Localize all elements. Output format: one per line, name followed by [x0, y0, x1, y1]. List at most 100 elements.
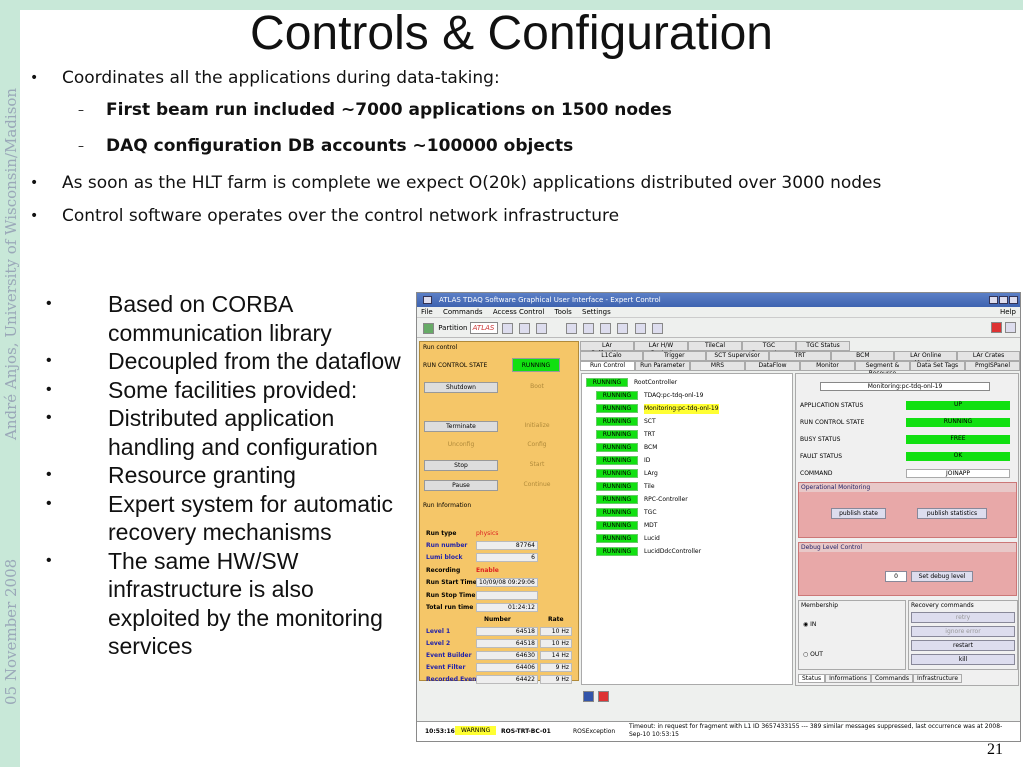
toolbar-icon-10[interactable] [1005, 322, 1016, 333]
tree-name: TRT [644, 431, 656, 438]
tab[interactable]: TGC Parameters [742, 341, 796, 357]
toolbar-icon-2[interactable] [519, 322, 531, 334]
partition-label: Partition [438, 324, 468, 332]
toolbar-icon-3[interactable] [536, 322, 548, 334]
red-cross-icon[interactable] [991, 322, 1002, 333]
maximize-icon[interactable] [999, 296, 1008, 304]
total-time-value: 01:24:12 [476, 603, 538, 612]
run-type-label: Run type [426, 530, 457, 537]
tab[interactable]: BCM [831, 351, 895, 361]
tab-run-control[interactable]: Run Control [580, 361, 635, 371]
tab[interactable]: Segment & Resource [855, 361, 910, 377]
tab-commands[interactable]: Commands [870, 674, 913, 683]
membership-out-radio[interactable]: ○ OUT [803, 651, 823, 658]
tab[interactable]: Data Set Tags [910, 361, 965, 371]
tab-status[interactable]: Status [798, 674, 826, 683]
tab[interactable]: PmgISPanel [965, 361, 1020, 371]
toolbar-icon-6[interactable] [600, 322, 612, 334]
rc-state-label: RUN CONTROL STATE [423, 362, 488, 369]
toolbar-icon-9[interactable] [651, 322, 663, 334]
tab[interactable]: SCT Supervisor [705, 351, 769, 361]
window-title: ATLAS TDAQ Software Graphical User Inter… [439, 296, 661, 304]
tab[interactable]: Trigger [642, 351, 706, 361]
left-bullet: Distributed application handling and con… [46, 404, 406, 461]
tree-state: RUNNING [596, 547, 638, 556]
stop-button[interactable]: Stop [424, 460, 498, 471]
tab-infrastructure[interactable]: Infrastructure [912, 674, 963, 683]
tab-informations[interactable]: Informations [825, 674, 871, 683]
pause-button[interactable]: Pause [424, 480, 498, 491]
window-menu-icon[interactable] [423, 296, 432, 304]
publish-statistics-button[interactable]: publish statistics [917, 508, 987, 519]
tab[interactable]: TRT [768, 351, 832, 361]
publish-state-button[interactable]: publish state [831, 508, 886, 519]
restart-button[interactable]: restart [911, 640, 1015, 651]
tabs-row-1: LAr Calibration Manager LAr H/W Control … [580, 341, 850, 365]
tree-name: Tile [644, 483, 655, 490]
boot-button[interactable]: Boot [530, 383, 544, 390]
red-icon[interactable] [598, 691, 609, 702]
config-button[interactable]: Config [527, 441, 547, 448]
shutdown-button[interactable]: Shutdown [424, 382, 498, 393]
retry-button[interactable]: retry [911, 612, 1015, 623]
set-debug-level-button[interactable]: Set debug level [911, 571, 973, 582]
toolbar-icon-4[interactable] [565, 322, 577, 334]
menu-settings[interactable]: Settings [582, 308, 611, 316]
tree-name: BCM [644, 444, 658, 451]
level-name: Level 1 [426, 628, 451, 635]
tab[interactable]: Run Parameter [635, 361, 690, 371]
start-button[interactable]: Start [529, 461, 545, 468]
close-icon[interactable] [1009, 296, 1018, 304]
membership-in-radio[interactable]: ◉ IN [803, 621, 817, 628]
menu-commands[interactable]: Commands [442, 308, 483, 316]
initialize-button[interactable]: Initialize [524, 422, 550, 429]
menu-file[interactable]: File [421, 308, 433, 316]
menu-tools[interactable]: Tools [554, 308, 572, 316]
toolbar-icon-7[interactable] [617, 322, 629, 334]
menu-access-control[interactable]: Access Control [492, 308, 545, 316]
tabs-row-2: L1Calo Trigger SCT Supervisor TRT BCM LA… [580, 351, 1020, 367]
menu-help[interactable]: Help [1000, 308, 1016, 316]
tab[interactable]: LAr Calibration Manager [580, 341, 634, 365]
tab[interactable]: TGC Status [796, 341, 850, 351]
partition-field[interactable]: ATLAS [469, 322, 498, 334]
run-number-label: Run number [426, 542, 468, 549]
toolbar-icon-5[interactable] [582, 322, 594, 334]
kill-button[interactable]: kill [911, 654, 1015, 665]
detail-label: COMMAND [800, 470, 833, 477]
flag-icon[interactable] [583, 691, 594, 702]
continue-button[interactable]: Continue [523, 481, 551, 488]
tab[interactable]: MRS [690, 361, 745, 371]
tab[interactable]: LAr Crates [957, 351, 1020, 361]
tab[interactable]: LAr H/W Control [634, 341, 688, 357]
msg-source: ROS-TRT-BC-01 [501, 728, 551, 735]
msg-text: Timeout: in request for fragment with L1… [629, 723, 1003, 738]
ignore-error-button[interactable]: ignore error [911, 626, 1015, 637]
tab[interactable]: TileCal [688, 341, 742, 351]
terminate-button[interactable]: Terminate [424, 421, 498, 432]
minimize-icon[interactable] [989, 296, 998, 304]
toolbar-icon-8[interactable] [634, 322, 646, 334]
tab[interactable]: L1Calo [580, 351, 643, 361]
tab[interactable]: DataFlow [745, 361, 800, 371]
unconfig-button[interactable]: Unconfig [447, 441, 475, 448]
tab[interactable]: Monitor [800, 361, 855, 371]
debug-level-input[interactable]: 0 [885, 571, 907, 582]
toolbar-icon-1[interactable] [501, 322, 513, 334]
tab[interactable]: LAr Online Monitor [894, 351, 958, 367]
